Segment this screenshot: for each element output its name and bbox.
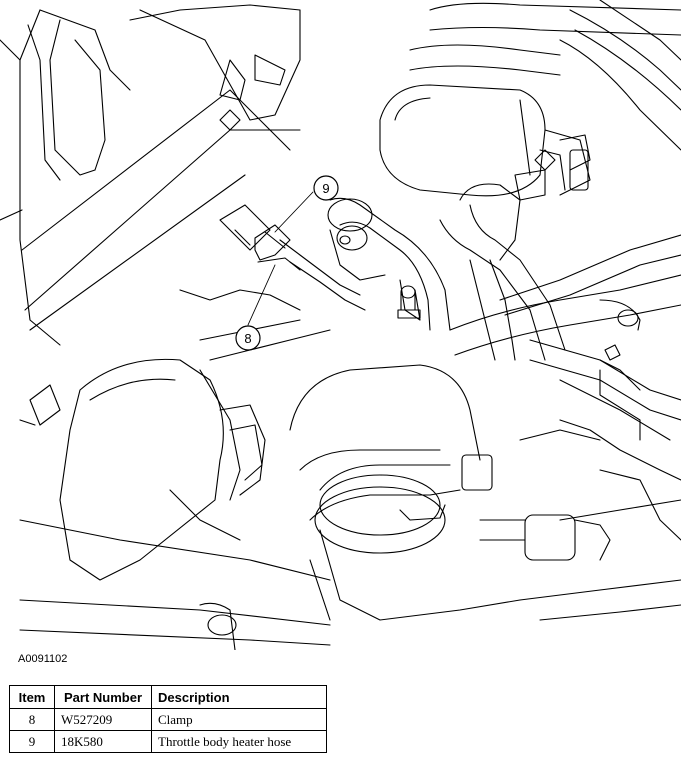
engine-bay-line-drawing: 9 8	[0, 0, 681, 650]
parts-table-header: Item Part Number Description	[9, 685, 327, 709]
header-part-number: Part Number	[54, 685, 152, 709]
upper-hoses	[409, 0, 681, 151]
item-number: 8	[9, 708, 55, 731]
table-row: 8 W527209 Clamp	[9, 708, 327, 731]
svg-text:8: 8	[244, 331, 251, 346]
leader-lines	[247, 191, 314, 326]
figure-id: A0091102	[18, 653, 68, 665]
fittings	[219, 109, 621, 361]
fender-panel	[0, 4, 301, 346]
table-row: 9 18K580 Throttle body heater hose	[9, 730, 327, 753]
callout-8: 8	[235, 325, 261, 351]
right-pipes	[449, 234, 681, 481]
intake-assembly	[379, 84, 591, 201]
parts-table: Item Part Number Description 8 W527209 C…	[9, 685, 327, 753]
air-duct	[19, 289, 331, 581]
item-number: 9	[9, 730, 55, 753]
center-hoses	[327, 183, 566, 361]
svg-text:9: 9	[322, 181, 329, 196]
lower-structure	[19, 429, 681, 650]
part-description: Throttle body heater hose	[151, 730, 327, 753]
part-number: W527209	[54, 708, 152, 731]
header-item: Item	[9, 685, 55, 709]
callout-9: 9	[313, 175, 339, 201]
air-tube	[289, 364, 611, 621]
clamp-and-hose	[219, 204, 366, 311]
part-description: Clamp	[151, 708, 327, 731]
part-number: 18K580	[54, 730, 152, 753]
header-description: Description	[151, 685, 327, 709]
